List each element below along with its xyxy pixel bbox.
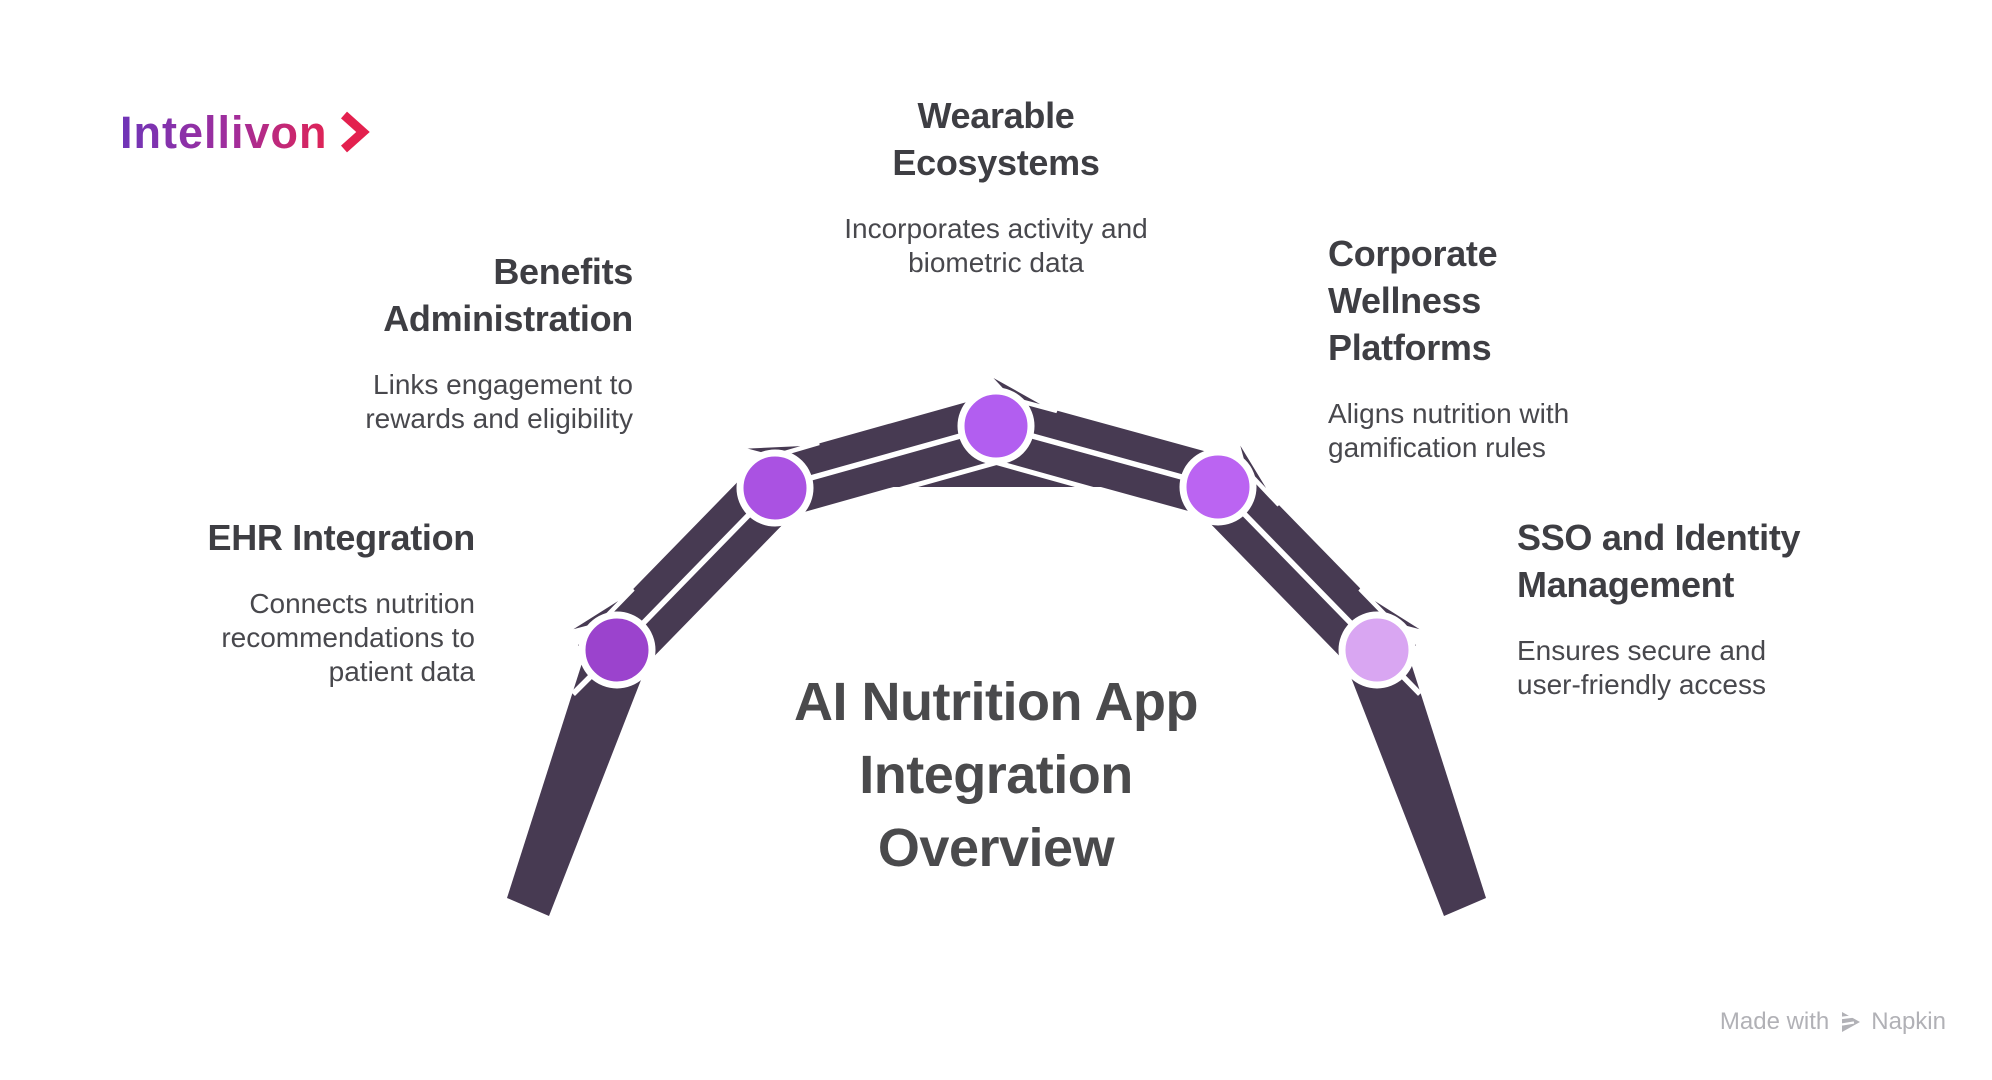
napkin-brand-label: Napkin xyxy=(1871,1008,1946,1035)
page-title-line-3: Overview xyxy=(877,818,1115,878)
made-with-napkin-badge: Made with Napkin xyxy=(1720,1008,1946,1036)
node-benefits-heading: Benefits Administration xyxy=(383,251,633,339)
node-sso-heading: SSO and Identity Management xyxy=(1517,517,1801,605)
node-circle-ehr xyxy=(578,611,656,689)
chevron-right-icon xyxy=(338,108,370,161)
node-circle-corporate xyxy=(1179,448,1257,526)
arrow-tail xyxy=(1231,429,1281,507)
node-circle-sso xyxy=(1338,611,1416,689)
brand-logo: Intellivon xyxy=(120,104,370,161)
node-sso-description: Ensures secure and user-friendly access xyxy=(1517,635,1767,700)
brand-logo-text: Intellivon xyxy=(120,106,328,158)
page-title: AI Nutrition App Integration Overview xyxy=(696,666,1296,885)
node-wearable: Wearable Ecosystems Incorporates activit… xyxy=(826,92,1166,280)
node-benefits: Benefits Administration Links engagement… xyxy=(303,248,633,436)
arrow-tail xyxy=(1358,587,1435,638)
node-ehr-heading: EHR Integration xyxy=(207,517,475,558)
node-benefits-description: Links engagement to rewards and eligibil… xyxy=(365,369,633,434)
node-circle-benefits xyxy=(736,449,814,527)
page-title-line-2: Integration xyxy=(859,745,1133,805)
napkin-icon xyxy=(1838,1010,1862,1034)
node-circle-wearable xyxy=(957,387,1035,465)
made-with-label: Made with xyxy=(1719,1008,1830,1035)
right-leg-band xyxy=(1345,638,1486,916)
node-corporate-heading: Corporate Wellness Platforms xyxy=(1328,233,1498,368)
arrow-tail xyxy=(980,367,1059,414)
node-wearable-description: Incorporates activity and biometric data xyxy=(844,213,1148,278)
node-ehr: EHR Integration Connects nutrition recom… xyxy=(195,514,475,689)
node-wearable-heading: Wearable Ecosystems xyxy=(892,95,1100,183)
page-title-line-1: AI Nutrition App xyxy=(794,672,1198,732)
node-corporate-description: Aligns nutrition with gamification rules xyxy=(1328,398,1570,463)
left-leg-band xyxy=(507,638,648,916)
node-sso: SSO and Identity Management Ensures secu… xyxy=(1517,514,1862,702)
node-ehr-description: Connects nutrition recommendations to pa… xyxy=(221,588,475,687)
node-corporate: Corporate Wellness Platforms Aligns nutr… xyxy=(1328,230,1628,465)
arrow-tail xyxy=(558,587,635,638)
